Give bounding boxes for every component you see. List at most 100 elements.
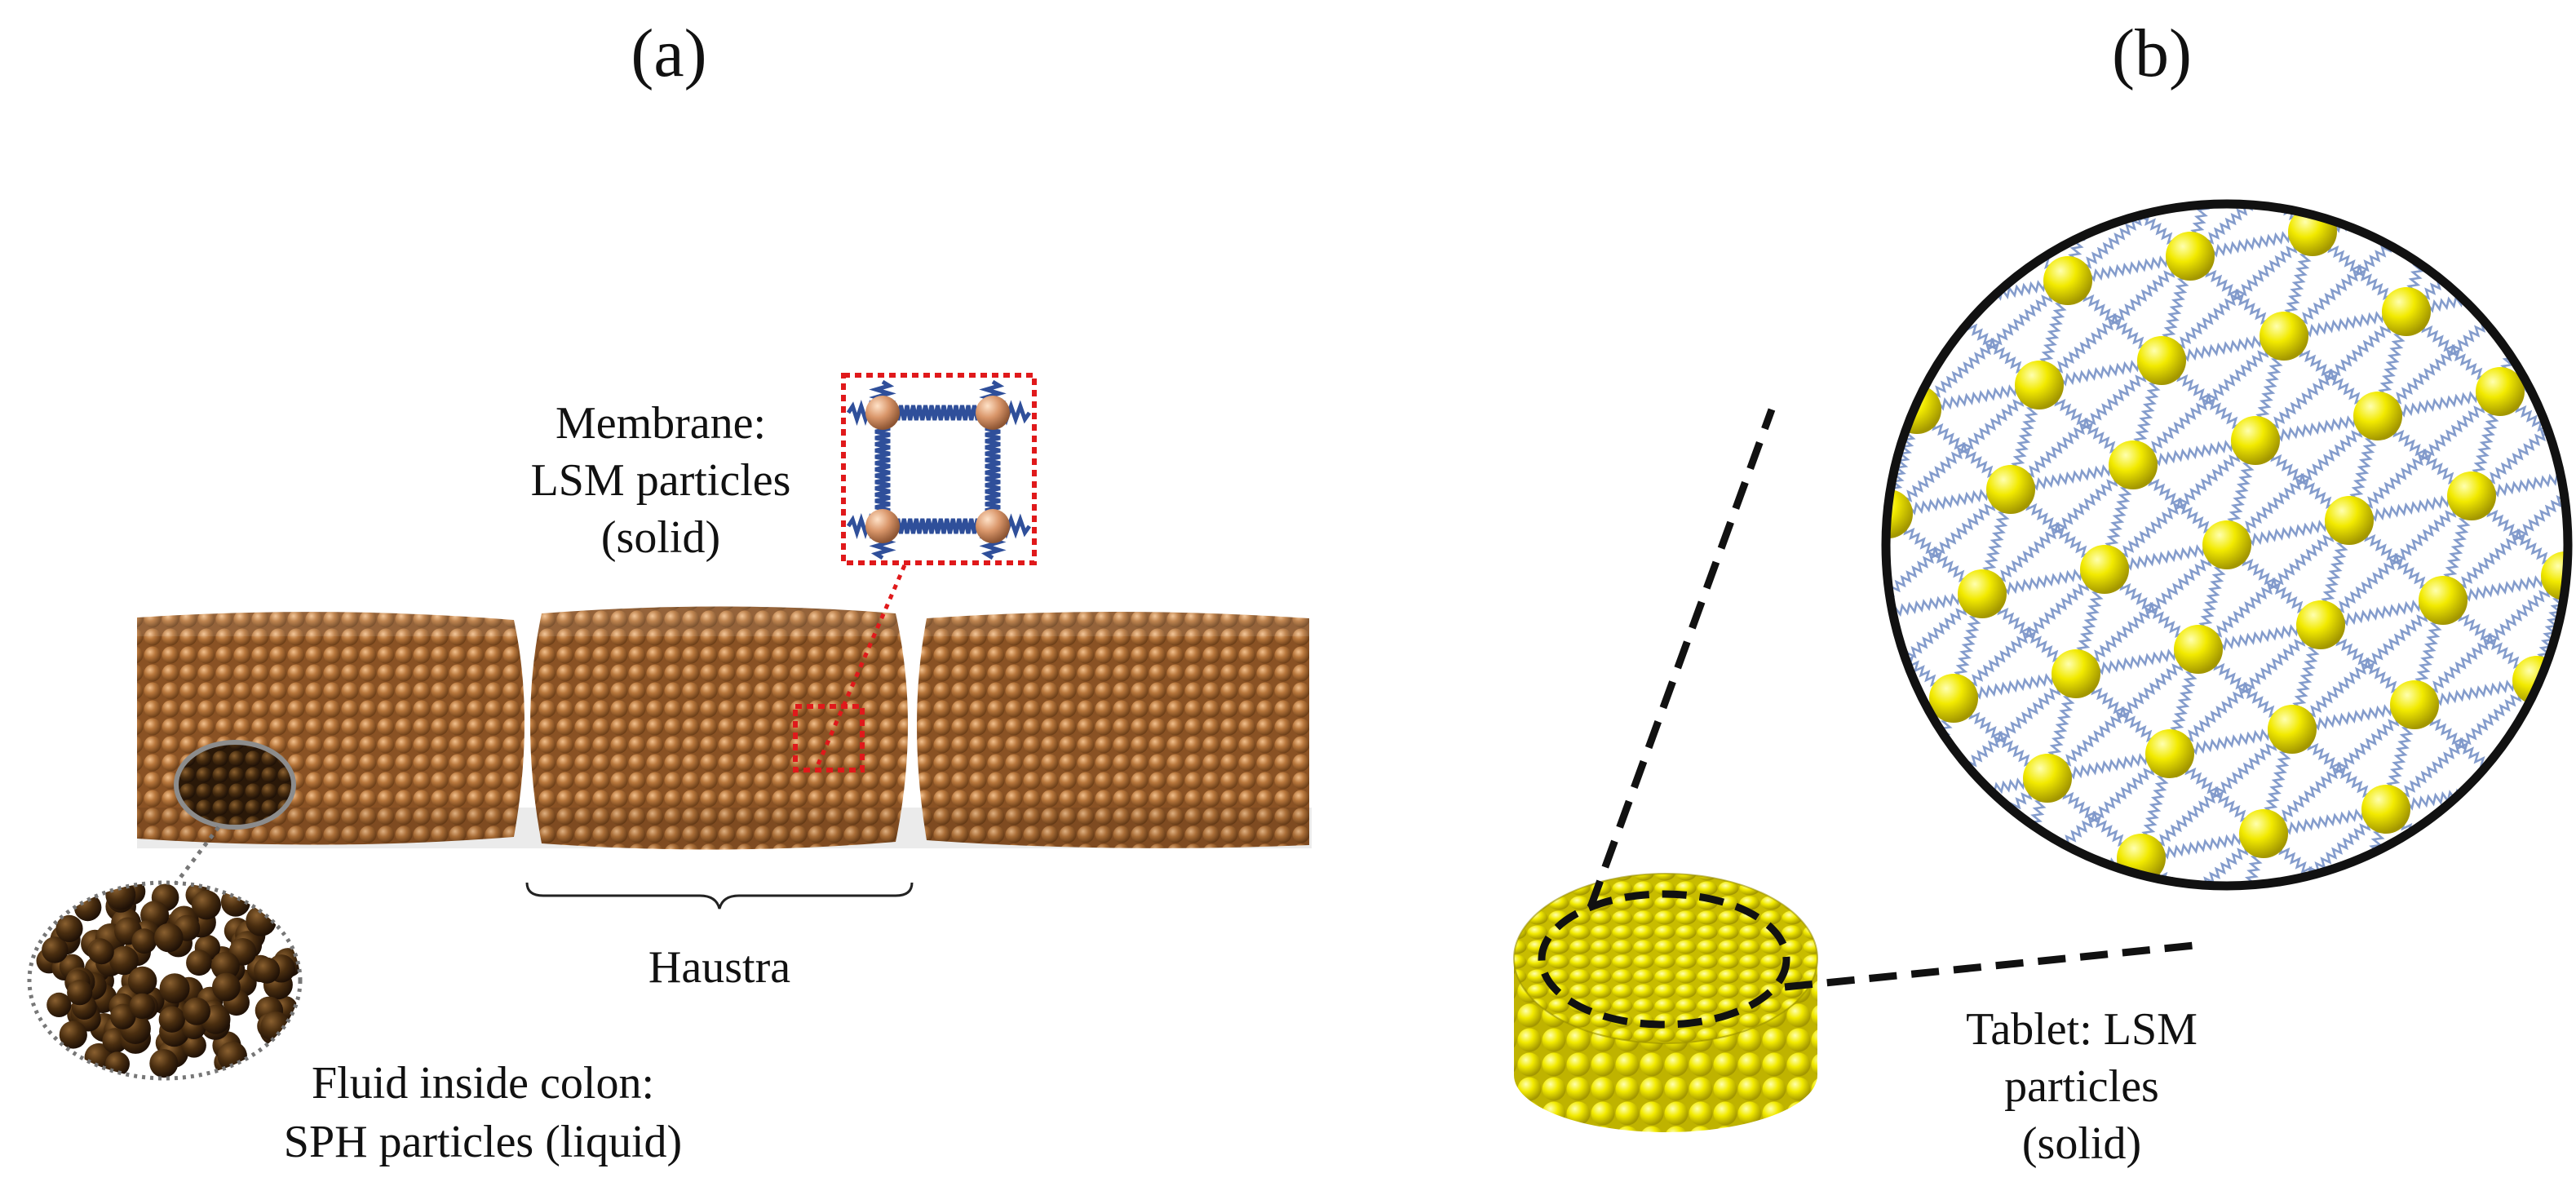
haustrum-middle bbox=[530, 606, 908, 850]
lattice-spring bbox=[2338, 23, 2371, 127]
lattice-spring bbox=[2132, 335, 2286, 467]
lattice-spring bbox=[1886, 224, 1946, 308]
lattice-node bbox=[2080, 545, 2129, 594]
lattice-spring bbox=[2385, 679, 2538, 812]
lattice-spring bbox=[2038, 255, 2192, 387]
fluid-particle bbox=[42, 936, 69, 963]
fluid-particle bbox=[154, 923, 184, 953]
lattice-spring bbox=[1973, 204, 2098, 206]
lattice-spring bbox=[1886, 513, 1890, 645]
panel-a: (a) bbox=[27, 15, 1312, 1167]
lattice-spring bbox=[1990, 857, 2143, 886]
lattice-node bbox=[1929, 674, 1978, 723]
lattice-node bbox=[2476, 367, 2525, 416]
lattice-spring bbox=[1916, 280, 2069, 412]
lattice-spring bbox=[2479, 759, 2568, 886]
zoom-line-lower bbox=[1784, 941, 2203, 991]
lattice-spring bbox=[2112, 833, 2265, 886]
lattice-spring bbox=[2357, 883, 2481, 886]
lattice-spring bbox=[2430, 204, 2468, 208]
lattice-spring bbox=[1791, 330, 1825, 434]
lattice-spring bbox=[1892, 801, 1930, 886]
haustrum-right bbox=[917, 612, 1309, 848]
membrane-node bbox=[865, 509, 900, 543]
lattice-spring bbox=[1886, 299, 1947, 335]
membrane-spring bbox=[880, 511, 995, 534]
membrane-label-line: LSM particles bbox=[531, 455, 791, 506]
lattice-spring bbox=[2341, 0, 2492, 128]
lattice-node bbox=[2166, 232, 2215, 281]
lattice-spring bbox=[2219, 23, 2370, 153]
fluid-particle bbox=[67, 980, 93, 1006]
haustra-label: Haustra bbox=[648, 942, 790, 993]
lattice-node bbox=[2353, 392, 2402, 440]
lattice-spring bbox=[1799, 723, 1833, 827]
lattice-spring bbox=[2442, 471, 2568, 603]
fluid-particle bbox=[210, 951, 240, 980]
fluid-particle bbox=[192, 890, 221, 920]
panel-b-label: (b) bbox=[2112, 15, 2192, 91]
lattice-spring bbox=[2433, 206, 2530, 290]
lattice-spring bbox=[1709, 720, 1831, 750]
lattice-spring bbox=[1763, 434, 1796, 538]
lattice-spring bbox=[2341, 100, 2463, 131]
fluid-particle bbox=[105, 1051, 130, 1077]
lattice-spring bbox=[1886, 797, 1927, 833]
lattice-spring bbox=[1886, 204, 1976, 231]
fluid-particle bbox=[110, 1003, 136, 1030]
lattice-node bbox=[2202, 520, 2251, 569]
fluid-particle bbox=[127, 966, 157, 996]
lattice-spring bbox=[1941, 204, 1979, 306]
membrane-label: Membrane: LSM particles (solid) bbox=[531, 398, 791, 563]
membrane-node bbox=[865, 396, 900, 430]
zoom-line-upper bbox=[1587, 408, 1776, 909]
lattice-spring bbox=[1985, 881, 2024, 886]
lattice-spring bbox=[1680, 723, 1831, 852]
lattice-spring bbox=[2263, 704, 2416, 836]
lattice-node bbox=[2390, 680, 2439, 729]
lattice-node bbox=[2145, 729, 2194, 778]
lattice-spring bbox=[1886, 882, 2021, 886]
lattice-spring bbox=[2507, 784, 2568, 867]
lattice-spring bbox=[1737, 616, 1860, 646]
lattice-spring bbox=[2434, 204, 2568, 210]
membrane-node bbox=[976, 396, 1010, 430]
lattice-node bbox=[2260, 312, 2308, 361]
lattice-spring bbox=[1886, 329, 1918, 412]
lattice-spring bbox=[2189, 204, 2343, 259]
lattice-spring bbox=[2414, 575, 2567, 707]
lattice-spring bbox=[2235, 911, 2357, 941]
lattice-spring bbox=[1971, 96, 2004, 201]
lattice-spring bbox=[2198, 520, 2351, 652]
tablet-top bbox=[1514, 874, 1817, 1043]
lattice-spring bbox=[1737, 643, 1831, 724]
lattice-spring bbox=[2312, 204, 2465, 234]
lattice-spring bbox=[2226, 415, 2379, 547]
lattice-spring bbox=[1886, 508, 1890, 544]
lattice-spring bbox=[1886, 802, 1927, 886]
colon-tube bbox=[137, 604, 1312, 850]
lattice-spring bbox=[2507, 755, 2568, 790]
fluid-window bbox=[174, 740, 296, 830]
fluid-label-line: Fluid inside colon: bbox=[312, 1058, 654, 1109]
fluid-particle bbox=[159, 973, 190, 1004]
lattice-spring bbox=[2326, 914, 2359, 1018]
fluid-particle bbox=[158, 1006, 185, 1033]
lattice-node bbox=[2137, 336, 2186, 385]
lattice-spring bbox=[2320, 495, 2473, 627]
lattice-spring bbox=[2535, 679, 2568, 763]
fluid-particle bbox=[129, 993, 155, 1020]
tablet-label-line: Tablet: LSM bbox=[1966, 1004, 2198, 1055]
lattice-spring bbox=[1880, 121, 1974, 201]
lattice-spring bbox=[2527, 286, 2568, 370]
fluid-particle bbox=[181, 1033, 206, 1058]
lattice-spring bbox=[1981, 464, 2135, 596]
membrane-label-line: Membrane: bbox=[555, 398, 766, 449]
lattice-spring bbox=[2096, 149, 2219, 179]
lattice-spring bbox=[2357, 914, 2451, 994]
tablet bbox=[1513, 873, 1818, 1132]
fluid-particle bbox=[186, 949, 212, 976]
lattice-nodes bbox=[1886, 207, 2568, 883]
lattice-spring bbox=[1766, 538, 1860, 619]
